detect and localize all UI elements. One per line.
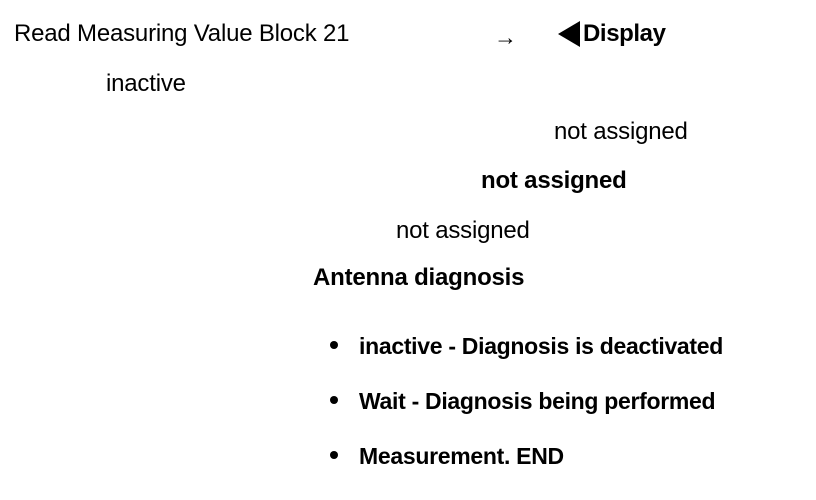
bullet-icon <box>330 341 338 349</box>
triangle-left-icon <box>558 21 580 47</box>
legend-list: inactive - Diagnosis is deactivated Wait… <box>330 333 800 498</box>
list-item: Wait - Diagnosis being performed <box>330 388 800 443</box>
list-item: inactive - Diagnosis is deactivated <box>330 333 800 388</box>
list-item-label: Measurement. END <box>359 443 564 469</box>
cascade-row-2: not assigned <box>396 217 530 244</box>
arrow-right-icon: → <box>494 24 517 50</box>
bullet-icon <box>330 451 338 459</box>
cascade-row-1: not assigned <box>481 167 627 194</box>
bullet-icon <box>330 396 338 404</box>
list-item: Measurement. END <box>330 443 800 498</box>
list-item-label: inactive - Diagnosis is deactivated <box>359 333 724 359</box>
status-value: inactive <box>106 70 186 97</box>
page-title: Read Measuring Value Block 21 <box>14 20 350 47</box>
cascade-row-3: Antenna diagnosis <box>313 264 525 291</box>
list-item-label: Wait - Diagnosis being performed <box>359 388 716 414</box>
display-indicator: Display <box>558 20 666 48</box>
display-label: Display <box>583 20 666 47</box>
cascade-row-0: not assigned <box>554 118 688 145</box>
